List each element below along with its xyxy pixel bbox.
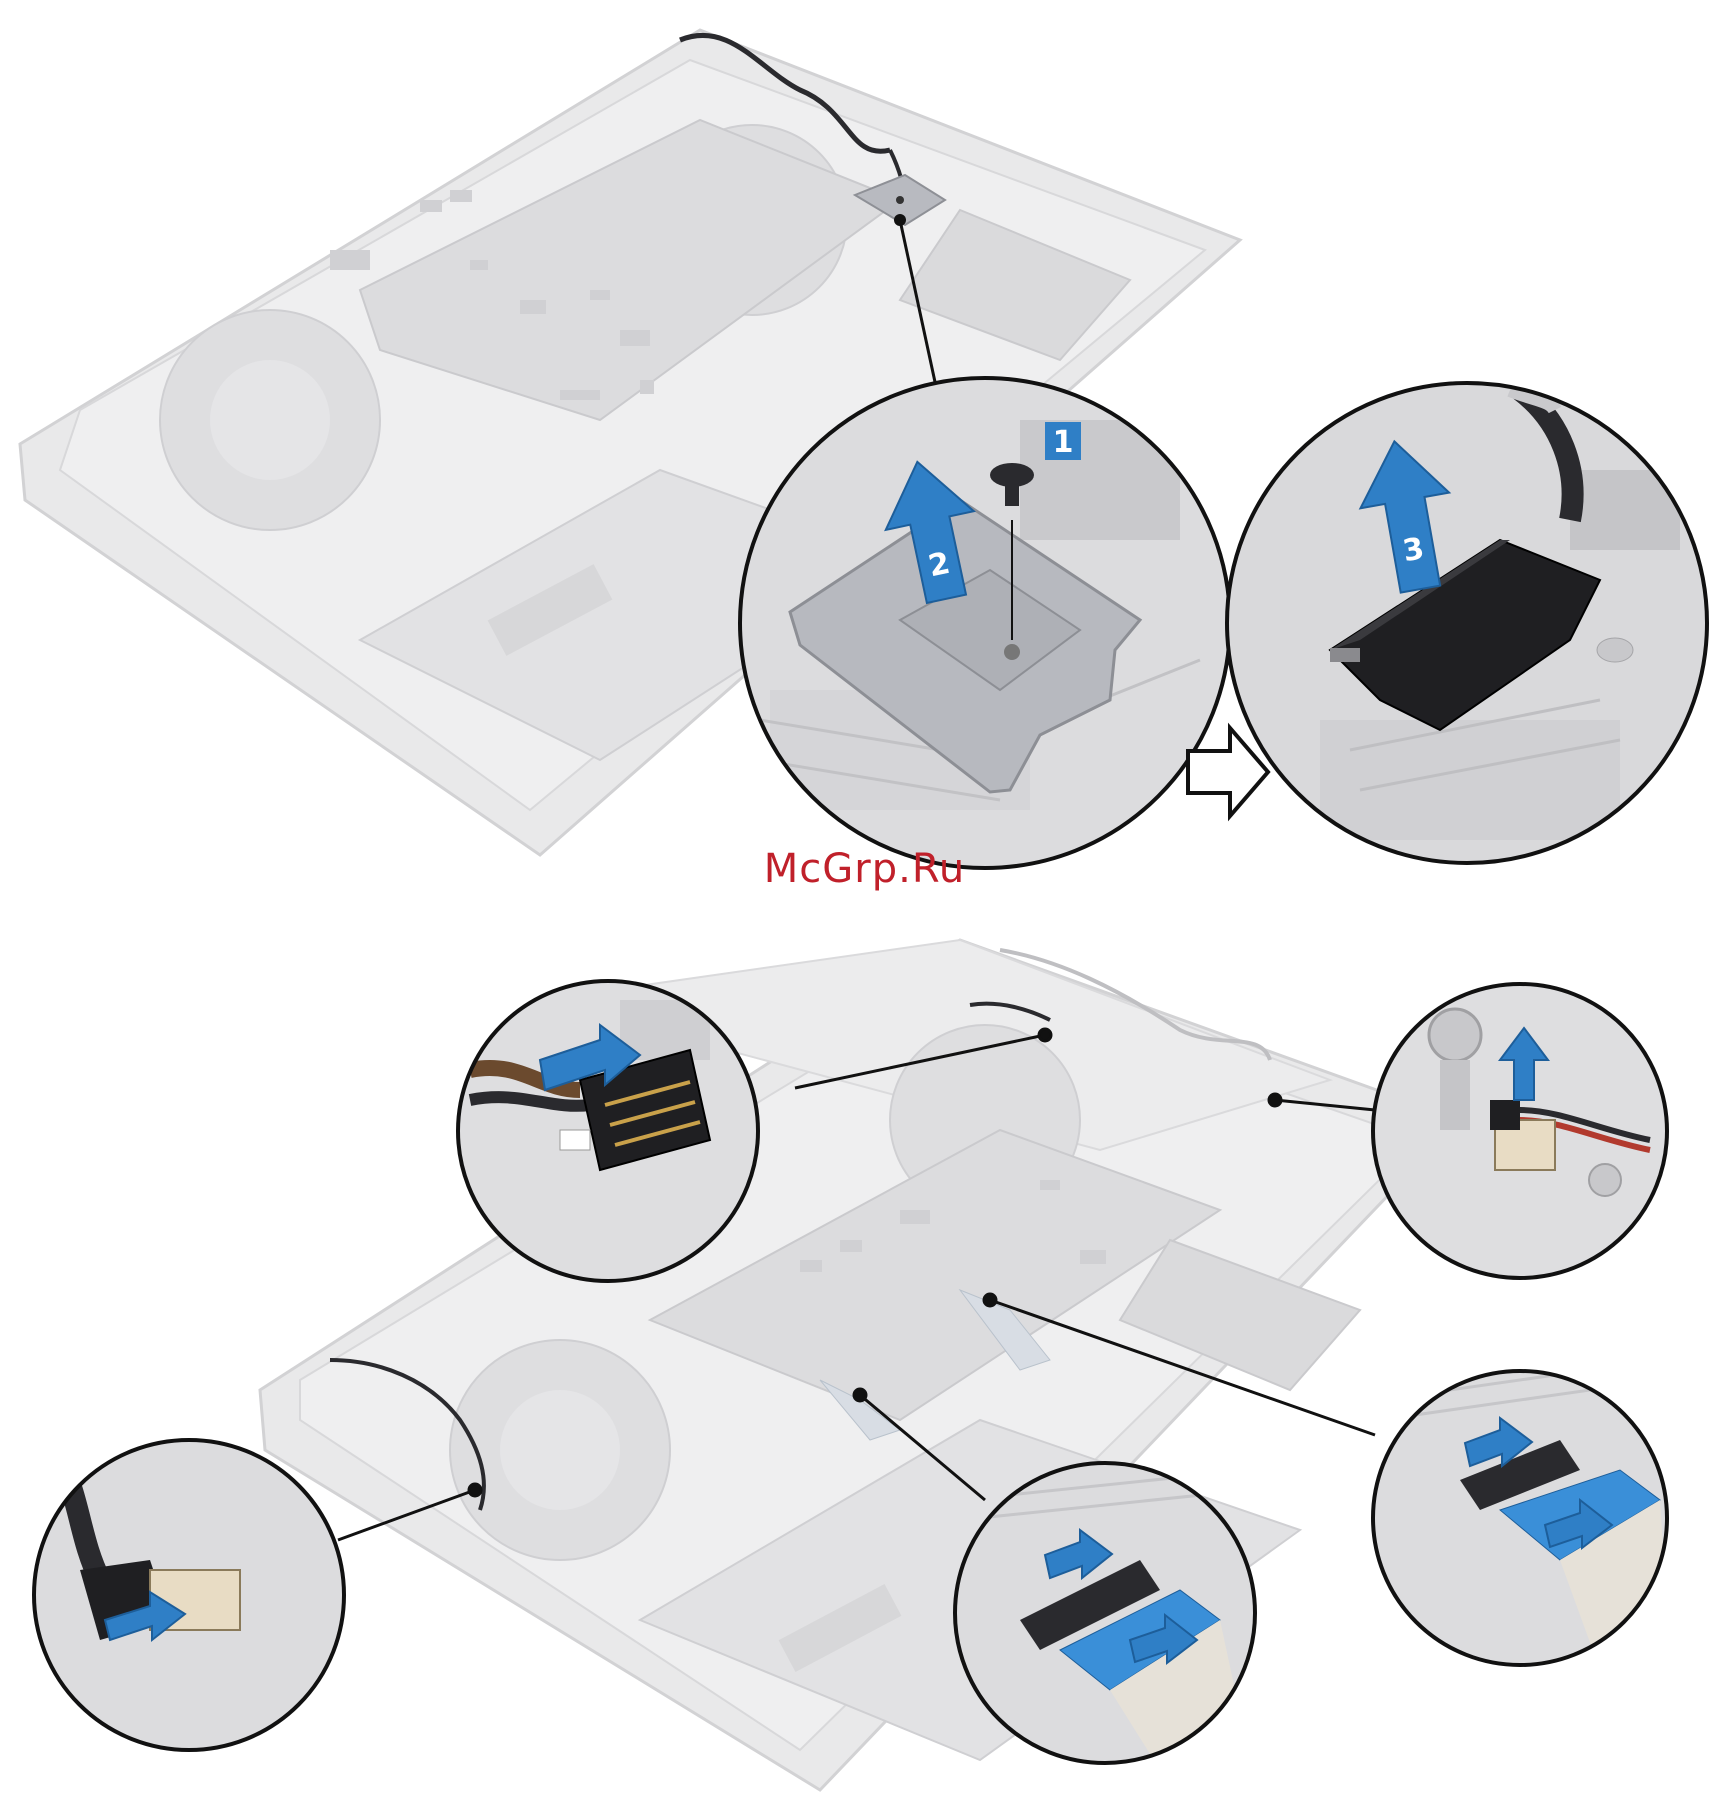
step-1-tag: 1 <box>1045 422 1081 460</box>
zoom-lift-connector <box>1373 984 1667 1278</box>
zoom-display-cable <box>1225 380 1715 870</box>
zoom-fpc-latch-right <box>1373 1360 1670 1670</box>
zoom-bracket-screw <box>740 378 1230 870</box>
bottom-laptop-base <box>260 940 1460 1790</box>
watermark-text: McGrp.Ru <box>0 846 1729 892</box>
zoom-battery-connector <box>458 981 758 1281</box>
step-1-label: 1 <box>1053 425 1074 460</box>
zoom-display-cable-left <box>34 1440 344 1750</box>
